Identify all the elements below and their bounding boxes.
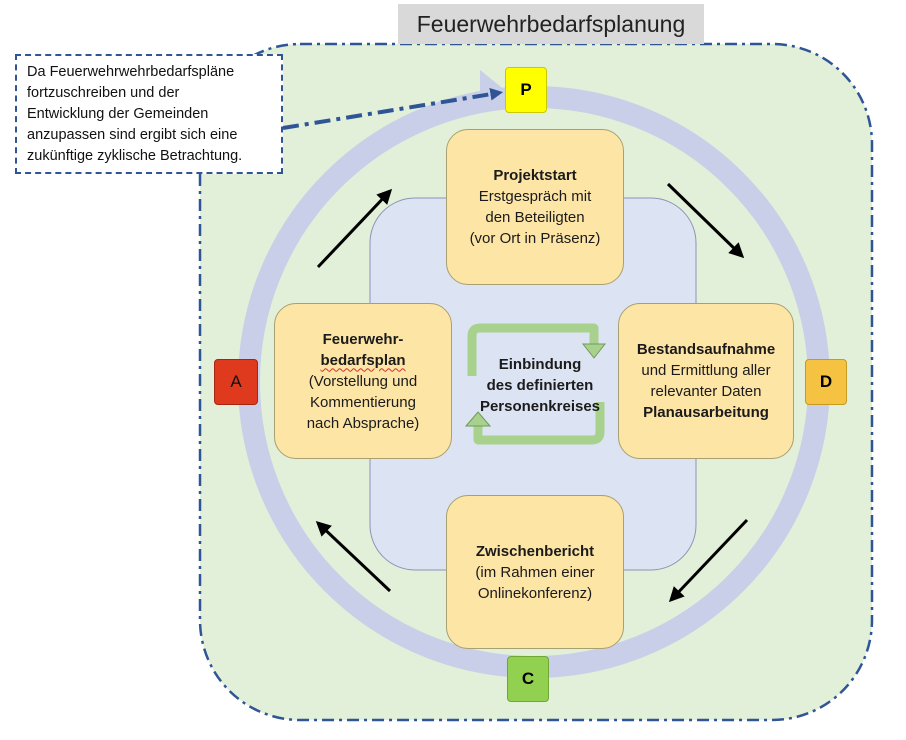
step-bestandsaufnahme: Bestandsaufnahme und Ermittlung aller re… (618, 303, 794, 459)
inner-cycle-arrow-bottom (473, 402, 605, 445)
phase-badge-d: D (805, 359, 847, 405)
note-line: Entwicklung der Gemeinden (27, 106, 209, 122)
phase-label-d: D (819, 372, 833, 391)
step-projektstart-title: Projektstart (493, 167, 577, 184)
step-bestandsaufnahme-line: relevanter Daten (650, 383, 762, 400)
step-feuerwehrbedarfsplan-line: nach Absprache) (306, 414, 420, 432)
inner-cycle-arrow-top (467, 323, 599, 376)
step-feuerwehrbedarfsplan: Feuerwehr- bedarfsplan (Vorstellung und … (274, 303, 452, 459)
arrow-c-to-a (315, 520, 392, 593)
note-line: fortzuschreiben und der (27, 85, 180, 101)
step-bestandsaufnahme-title: Bestandsaufnahme (636, 341, 776, 358)
inner-cycle-arrow-bottom-head (464, 411, 492, 427)
cyclic-note-box: Da Feuerwehrwehrbedarfspläne fortzuschre… (15, 54, 283, 174)
page-title: Feuerwehrbedarfsplanung (398, 4, 704, 44)
step-feuerwehrbedarfsplan-title: bedarfsplan (320, 351, 406, 369)
step-zwischenbericht-line: (im Rahmen einer (475, 563, 595, 581)
step-zwischenbericht-line: Onlinekonferenz) (477, 584, 593, 602)
center-line: des definierten (486, 376, 594, 394)
note-line: Da Feuerwehrwehrbedarfspläne (27, 64, 235, 80)
note-line: zukünftige zyklische Betrachtung. (27, 148, 243, 164)
center-label: Einbindung des definierten Personenkreis… (462, 352, 618, 418)
step-projektstart: Projektstart Erstgespräch mit den Beteil… (446, 129, 624, 285)
phase-label-a: A (230, 372, 242, 391)
phase-badge-a: A (214, 359, 258, 405)
arrow-p-to-d (666, 182, 745, 259)
arrow-d-to-c (668, 518, 749, 603)
center-line: Personenkreises (479, 397, 601, 415)
inner-cycle-arrow-top-head (581, 343, 607, 359)
step-bestandsaufnahme-footer: Planausarbeitung (643, 404, 769, 421)
step-zwischenbericht: Zwischenbericht (im Rahmen einer Onlinek… (446, 495, 624, 649)
step-feuerwehrbedarfsplan-line: Kommentierung (310, 393, 416, 411)
step-zwischenbericht-title: Zwischenbericht (475, 542, 595, 560)
phase-badge-c: C (507, 656, 549, 702)
note-pointer-arrow (282, 87, 504, 130)
arrow-a-to-p (316, 188, 393, 269)
note-line: anzupassen sind ergibt sich eine (27, 127, 238, 143)
step-bestandsaufnahme-line: und Ermittlung aller (641, 362, 771, 379)
step-feuerwehrbedarfsplan-line: (Vorstellung und (308, 372, 418, 390)
step-feuerwehrbedarfsplan-title: Feuerwehr- (322, 330, 404, 348)
phase-badge-p: P (505, 67, 547, 113)
step-projektstart-line: den Beteiligten (485, 209, 585, 226)
step-projektstart-line: (vor Ort in Präsenz) (469, 230, 601, 247)
step-projektstart-line: Erstgespräch mit (478, 188, 592, 205)
phase-label-c: C (521, 669, 535, 688)
center-line: Einbindung (498, 355, 582, 373)
phase-label-p: P (520, 80, 532, 99)
